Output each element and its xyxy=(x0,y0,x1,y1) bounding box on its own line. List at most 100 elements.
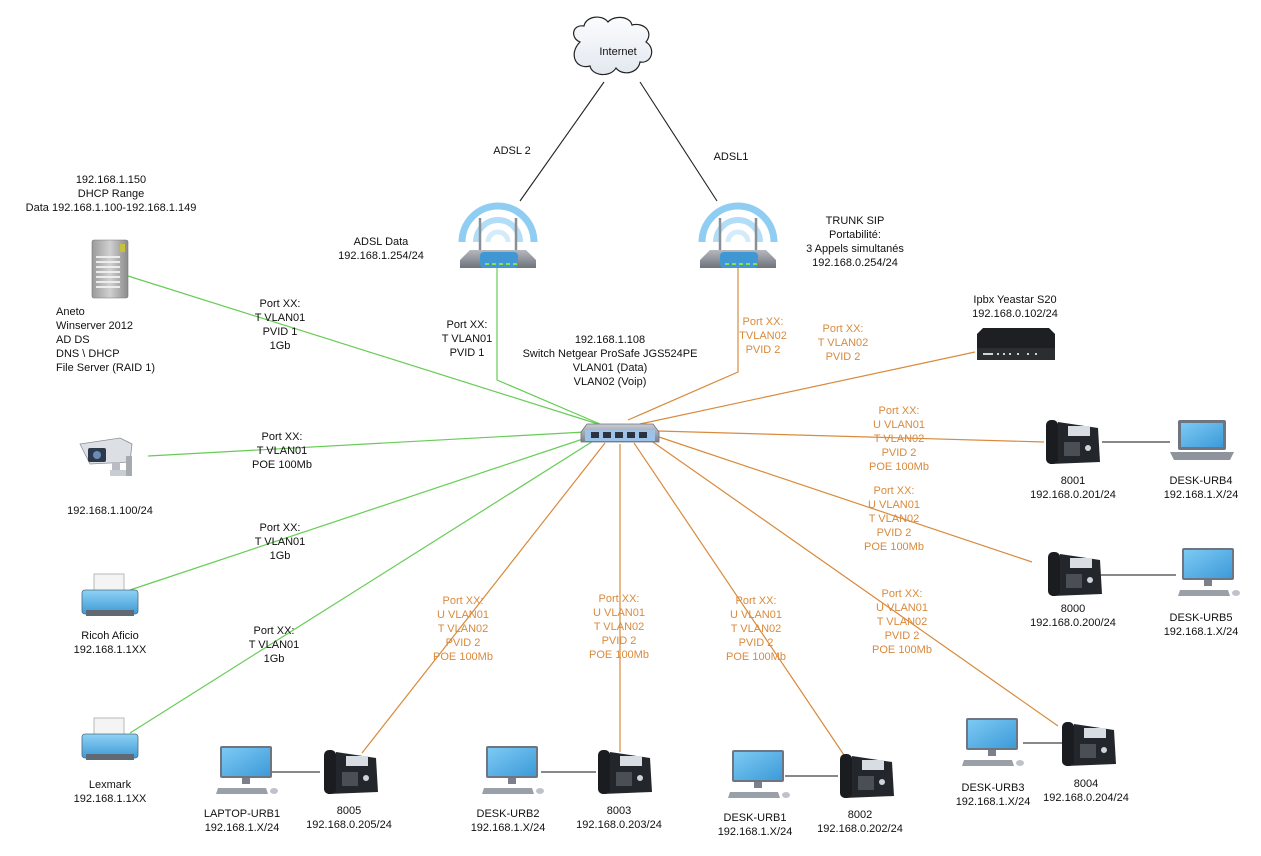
label-line: 8000 xyxy=(1060,603,1086,615)
wifi-router-icon xyxy=(698,202,778,268)
label-line: 192.168.1.254/24 xyxy=(338,250,424,262)
label-line: 192.168.1.X/24 xyxy=(1163,489,1239,501)
label-line: 1Gb xyxy=(263,653,285,665)
device-links xyxy=(272,441,1176,777)
desktop-computer-icon xyxy=(1178,548,1240,596)
label-line: Port XX: xyxy=(822,323,864,335)
label-line: PVID 2 xyxy=(738,637,774,649)
label-line: DESK-URB3 xyxy=(961,782,1025,794)
label-line: Winserver 2012 xyxy=(56,320,134,332)
link-switch-router-sip xyxy=(627,268,739,421)
label-line: AD DS xyxy=(56,334,90,346)
label-line: File Server (RAID 1) xyxy=(56,362,156,374)
link-switch-phone-8004 xyxy=(649,439,1059,727)
label-line: 1Gb xyxy=(269,340,291,352)
label-line: 8001 xyxy=(1060,475,1086,487)
ip-phone-icon xyxy=(840,754,894,798)
wan-adsl2-label: ADSL 2 xyxy=(493,145,531,157)
link-internet-adsl1 xyxy=(639,81,718,202)
voip-links xyxy=(361,268,1059,759)
label-line: LAPTOP-URB1 xyxy=(203,808,281,820)
label-line: T VLAN01 xyxy=(256,445,308,457)
wan-links xyxy=(519,81,718,202)
label-line: 8005 xyxy=(336,805,362,817)
label-line: VLAN01 (Data) xyxy=(572,362,648,374)
label-line: 8003 xyxy=(606,805,632,817)
label-line: T VLAN02 xyxy=(868,513,920,525)
link-switch-phone-8002 xyxy=(633,442,847,759)
label-line: DESK-URB1 xyxy=(723,812,787,824)
label-line: PVID 2 xyxy=(601,635,637,647)
label-line: 8002 xyxy=(847,809,873,821)
label-line: PVID 1 xyxy=(262,326,298,338)
label-line: 192.168.0.200/24 xyxy=(1030,617,1116,629)
laptop-icon xyxy=(1170,420,1234,460)
link-switch-ipbx xyxy=(639,351,976,425)
label-line: 1Gb xyxy=(269,550,291,562)
label-line: Port XX: xyxy=(253,625,295,637)
ipbx-appliance-icon xyxy=(977,328,1055,360)
label-line: 192.168.0.102/24 xyxy=(972,308,1058,320)
label-line: U VLAN01 xyxy=(593,607,645,619)
label-line: Port XX: xyxy=(735,595,777,607)
label-line: DESK-URB5 xyxy=(1169,612,1233,624)
server-tower-icon xyxy=(91,239,129,299)
label-line: 192.168.1.150 xyxy=(75,174,147,186)
label-line: U VLAN01 xyxy=(873,419,925,431)
label-line: T VLAN02 xyxy=(876,616,928,628)
label-line: Data 192.168.1.100-192.168.1.149 xyxy=(25,202,197,214)
security-camera-icon xyxy=(79,437,133,476)
label-line: Port XX: xyxy=(259,298,301,310)
label-line: T VLAN02 xyxy=(437,623,489,635)
label-line: 192.168.1.108 xyxy=(574,334,646,346)
label-line: POE 100Mb xyxy=(726,651,786,663)
label-line: Port XX: xyxy=(446,319,488,331)
label-line: Port XX: xyxy=(261,431,303,443)
label-line: Ricoh Aficio xyxy=(81,630,139,642)
label-line: PVID 2 xyxy=(825,351,861,363)
data-links xyxy=(127,268,601,734)
label-line: T VLAN02 xyxy=(873,433,925,445)
label-line: 192.168.1.X/24 xyxy=(1163,626,1239,638)
wifi-router-icon xyxy=(458,202,538,268)
label-line: 192.168.1.1XX xyxy=(73,793,147,805)
label-line: PVID 2 xyxy=(876,527,912,539)
label-line: Port XX: xyxy=(873,485,915,497)
label-line: PVID 2 xyxy=(745,344,781,356)
ip-phone-icon xyxy=(1048,552,1102,596)
label-line: POE 100Mb xyxy=(252,459,312,471)
link-switch-phone-8005 xyxy=(361,442,606,754)
link-switch-server xyxy=(127,275,599,425)
label-line: DNS \ DHCP xyxy=(56,348,120,360)
label-line: T VLAN01 xyxy=(254,536,306,548)
cloud-icon xyxy=(573,16,653,76)
label-line: POE 100Mb xyxy=(864,541,924,553)
label-line: T VLAN02 xyxy=(593,621,645,633)
label-line: 192.168.1.X/24 xyxy=(717,826,793,838)
label-line: 192.168.0.203/24 xyxy=(576,819,662,831)
ip-phone-icon xyxy=(1062,722,1116,766)
label-line: PVID 2 xyxy=(445,637,481,649)
computer-label-desk-urb3: DESK-URB3 192.168.1.X/24 xyxy=(956,781,1031,809)
label-line: POE 100Mb xyxy=(433,651,493,663)
label-line: Port XX: xyxy=(598,593,640,605)
label-line: PVID 2 xyxy=(881,447,917,459)
label-line: 192.168.1.X/24 xyxy=(955,796,1031,808)
label-line: T VLAN01 xyxy=(254,312,306,324)
label-line: Aneto xyxy=(56,306,85,318)
desktop-computer-icon xyxy=(482,746,544,794)
wan-adsl1-label: ADSL1 xyxy=(713,151,749,163)
